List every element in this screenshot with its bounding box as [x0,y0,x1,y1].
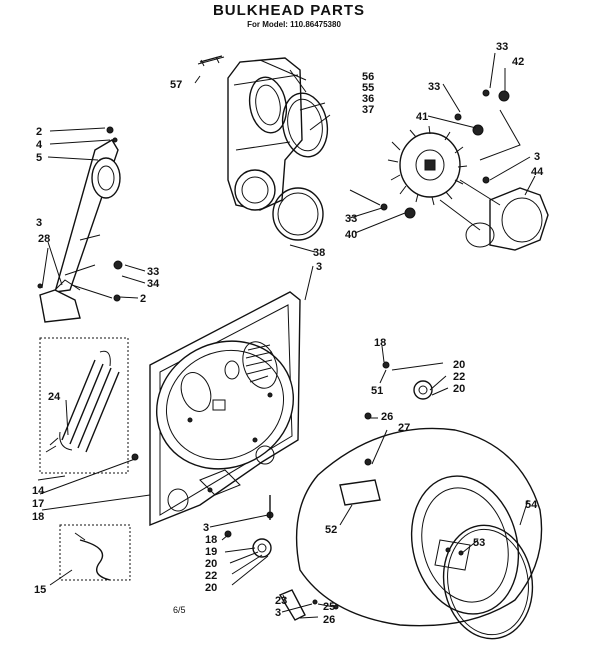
callout-20: 20 [453,383,465,395]
callout-42: 42 [512,56,524,68]
bulkhead-panel [149,291,301,527]
diagram-title: BULKHEAD PARTS For Model: 110.86475380 [0,2,608,29]
callout-44: 44 [531,166,544,178]
callout-17: 18 [32,511,44,523]
callout-53: 53 [473,537,485,549]
drum [295,412,543,640]
callout-5: 5 [36,152,42,164]
callout-18: 18 [205,534,217,546]
callout-20: 20 [453,359,465,371]
callout-33: 33 [147,266,159,278]
callout-2: 2 [140,293,146,305]
callout-28: 28 [38,233,50,245]
callout-3: 3 [275,607,281,619]
callout-33: 33 [496,41,508,53]
footer-code: 6/5 [173,605,186,615]
callout-22: 23 [275,595,287,607]
callout-27: 27 [398,422,410,434]
callout-51: 51 [371,385,383,397]
callout-33: 33 [428,81,440,93]
callout-56: 56 [362,71,374,83]
callout-37: 37 [362,104,374,116]
callout-14: 14 [32,485,45,497]
callout-3: 3 [36,217,42,229]
blower-assembly [349,89,549,251]
callout-25: 26 [323,614,335,626]
callout-19: 19 [205,546,217,558]
callout-4: 4 [36,139,43,151]
model-subtitle: For Model: 110.86475380 [247,20,341,29]
callout-55: 55 [362,82,374,94]
callout-23: 24 [48,391,61,403]
callout-3: 3 [203,522,209,534]
callout-20: 20 [205,582,217,594]
duct-assembly [197,55,329,241]
callout-20: 20 [205,558,217,570]
heating-element [39,337,129,474]
callout-labels: 57 2 4 5 3 28 33 34 2 24 14 17 18 15 56 … [32,41,544,626]
leader-lines [37,52,536,619]
title-text: BULKHEAD PARTS [212,2,366,19]
wire-harness [59,524,131,581]
roller-parts [224,361,433,621]
callout-38: 38 [313,247,325,259]
callout-15: 15 [34,584,46,596]
callout-21: 22 [453,371,465,383]
callout-52: 52 [325,524,337,536]
callout-18: 18 [374,337,386,349]
callout-2: 2 [36,126,42,138]
heater-assembly [37,126,139,461]
callout-41: 41 [416,111,428,123]
callout-57: 57 [170,79,182,91]
callout-54: 54 [525,499,538,511]
callout-34: 34 [147,278,160,290]
callout-3: 3 [534,151,540,163]
callout-40: 40 [345,229,357,241]
callout-3: 3 [316,261,322,273]
callout-36: 36 [362,93,374,105]
callout-21: 22 [205,570,217,582]
callout-24: 25 [323,601,335,613]
callout-16: 17 [32,498,44,510]
callout-26: 26 [381,411,393,423]
callout-33: 33 [345,213,357,225]
